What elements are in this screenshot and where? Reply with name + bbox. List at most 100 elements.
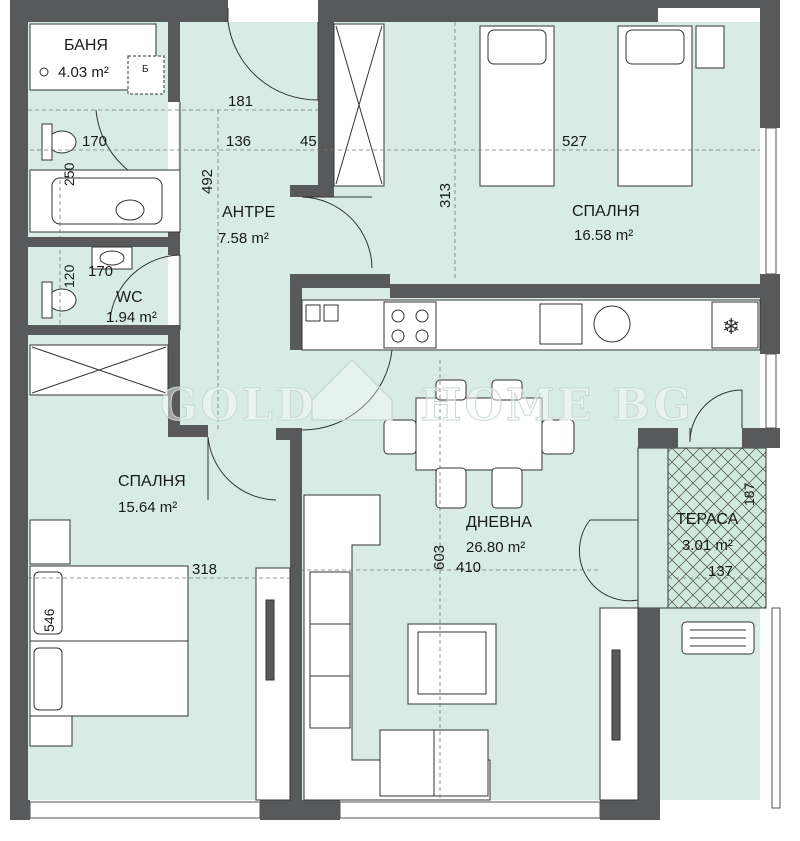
door-terrace-upper <box>689 389 743 443</box>
watermark: GOLD HOME BG <box>160 358 694 432</box>
bedroom1-area: 16.58 m² <box>574 227 633 244</box>
kitchen-sink <box>539 303 583 345</box>
kitchen-cabinet-b <box>323 304 339 322</box>
terrace <box>637 447 767 609</box>
chair-bottom-1 <box>435 467 467 509</box>
watermark-left: GOLD <box>160 380 317 431</box>
burner-1-icon <box>391 309 405 323</box>
windows <box>29 127 781 819</box>
terrace-name: ТЕРАСА <box>676 511 739 528</box>
toilet-wc-tank <box>41 281 53 319</box>
wall-bottom-left <box>10 800 30 820</box>
bedroom2-area: 15.64 m² <box>118 499 177 516</box>
living-name: ДНЕВНА <box>466 514 532 531</box>
fridge <box>711 301 759 349</box>
watermark-right: HOME BG <box>420 380 694 431</box>
bedroom1-name: СПАЛНЯ <box>572 203 640 220</box>
sofa-cushion-5 <box>433 729 489 797</box>
wc-sink-bowl-icon <box>99 250 125 266</box>
burner-2-icon <box>415 309 429 323</box>
wall-top-right-end <box>658 0 780 8</box>
dim-137: 137 <box>708 563 733 580</box>
wall-terrace-top-right <box>742 428 780 448</box>
wall-terrace-left <box>638 608 660 808</box>
snowflake-icon: ❄ <box>722 314 740 339</box>
kitchen-counter <box>301 299 761 351</box>
bath-area: 4.03 m² <box>58 64 109 81</box>
dim-250: 250 <box>61 162 77 186</box>
dim-410: 410 <box>456 559 481 576</box>
chair-bottom-2 <box>491 467 523 509</box>
bed1-left-pillow <box>487 29 547 65</box>
kitchen: ❄ <box>301 299 761 351</box>
bath-name: БАНЯ <box>64 37 108 54</box>
door-bedroom1 <box>301 196 373 269</box>
chair-top-1 <box>435 379 467 401</box>
wall-left-upper <box>10 0 28 330</box>
wall-top-right <box>318 0 658 22</box>
dim-546: 546 <box>41 608 57 632</box>
chair-left <box>383 419 417 455</box>
bed2-side-table <box>29 715 73 747</box>
dimension-lines <box>28 22 766 800</box>
dim-492: 492 <box>199 169 216 194</box>
dim-120: 120 <box>61 264 77 288</box>
bath-fixtures: Б <box>29 23 181 319</box>
terrace-side-strip <box>637 447 669 609</box>
wall-right-upper <box>760 0 780 128</box>
dining-table <box>415 397 543 471</box>
dim-45: 45 <box>300 133 317 150</box>
hall-area: 7.58 m² <box>218 230 269 247</box>
chair-top-2 <box>491 379 523 401</box>
kitchen-cabinet-a <box>305 304 321 322</box>
bedroom2-name: СПАЛНЯ <box>118 473 186 490</box>
wardrobe-bed2-cross <box>31 346 167 394</box>
tv-icon <box>611 649 621 741</box>
toilet-bath-tank <box>41 123 53 161</box>
hall-name: АНТРЕ <box>222 204 275 221</box>
wall-terrace-top-left <box>638 428 678 448</box>
nightstand-right <box>695 25 725 69</box>
wall-left-lower <box>10 330 28 810</box>
window-terrace-right <box>771 607 781 809</box>
burner-3-icon <box>391 329 405 343</box>
washer-icon <box>593 305 631 343</box>
wall-mid-stub <box>290 274 302 350</box>
dim-181: 181 <box>228 93 253 110</box>
wall-hall-right <box>318 0 334 195</box>
dim-313: 313 <box>437 183 454 208</box>
coffee-table-inner <box>417 631 487 695</box>
dim-318: 318 <box>192 561 217 578</box>
wall-wc-top <box>28 237 178 247</box>
washbasin-icon <box>115 199 145 221</box>
wardrobe-hall-cross <box>335 25 383 185</box>
dim-603: 603 <box>431 545 448 570</box>
dining-set <box>383 379 575 509</box>
wall-bed2-right <box>290 428 302 800</box>
wall-top-left <box>10 0 228 22</box>
ac-grille <box>690 629 746 647</box>
door-entrance <box>227 8 319 101</box>
sofa-cushion-4 <box>379 729 435 797</box>
bath-mark-label: Б <box>142 64 149 75</box>
sofa-cushion-3 <box>309 675 351 729</box>
wall-mid-horizontal <box>290 274 390 288</box>
wall-mid-right <box>760 274 780 354</box>
door-wc <box>109 254 181 330</box>
wc-name: WC <box>116 289 143 306</box>
nightstand-bed2 <box>29 519 71 565</box>
tv-bed2-icon <box>265 599 275 681</box>
wall-bath-right <box>168 0 180 102</box>
dim-187: 187 <box>741 482 757 506</box>
sofa-cushion-2 <box>309 623 351 677</box>
wall-bed2-corner-b <box>168 425 208 437</box>
dim-170-wc: 170 <box>88 263 113 280</box>
boiler-box <box>127 55 165 95</box>
window-right-upper <box>765 127 777 275</box>
wall-hall-stub <box>290 185 334 197</box>
shower-head-icon <box>39 67 49 77</box>
chair-right <box>541 419 575 455</box>
wc-area: 1.94 m² <box>106 309 157 326</box>
sofa-cushion-1 <box>309 571 351 625</box>
bed2-pillow-2 <box>33 647 63 711</box>
